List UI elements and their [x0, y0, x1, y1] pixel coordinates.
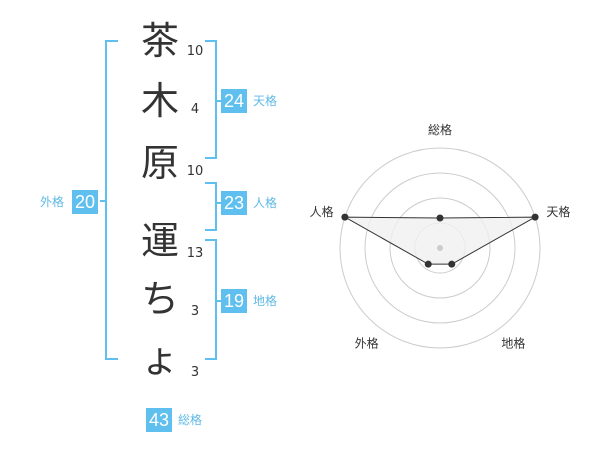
radar-point-4 [424, 260, 432, 268]
stroke-count-2: 4 [190, 102, 200, 117]
chikaku-bracket [205, 239, 217, 360]
name-char-1: 茶 [140, 19, 179, 63]
jinkaku-bracket [205, 182, 217, 231]
stroke-count-5: 3 [190, 304, 200, 319]
name-char-6: ょ [140, 337, 179, 381]
name-char-3: 原 [140, 141, 179, 185]
name-char-5: ち [140, 277, 179, 321]
radar-point-1 [436, 214, 444, 222]
radar-point-2 [531, 213, 539, 221]
radar-polygon [344, 216, 536, 265]
tenkaku-label: 天格 [253, 94, 278, 108]
stroke-count-3: 10 [186, 164, 204, 179]
stroke-count-4: 13 [186, 246, 204, 261]
radar-ring-1 [339, 147, 541, 349]
soukaku-label: 総格 [178, 413, 203, 427]
radar-axis-label-1: 総格 [428, 122, 452, 137]
tenkaku-value: 24 [221, 89, 247, 113]
stroke-count-6: 3 [190, 365, 200, 380]
radar-axis-label-3: 地格 [501, 335, 525, 350]
stroke-count-1: 10 [186, 44, 204, 59]
radar-center-dot [437, 245, 443, 251]
radar-axis-label-2: 天格 [546, 204, 570, 219]
radar-axis-label-5: 人格 [310, 204, 334, 219]
chikaku-value: 19 [221, 289, 247, 313]
radar-ring-2 [364, 172, 516, 324]
tenkaku-bracket [205, 40, 217, 159]
jinkaku-label: 人格 [253, 196, 278, 210]
radar-point-3 [448, 260, 456, 268]
radar-ring-3 [389, 197, 491, 299]
gaikaku-value: 20 [72, 190, 98, 214]
name-char-4: 運 [140, 219, 179, 263]
gaikaku-label: 外格 [40, 195, 65, 209]
soukaku-value: 43 [146, 408, 172, 432]
chikaku-label: 地格 [253, 294, 278, 308]
radar-axis-label-4: 外格 [355, 335, 379, 350]
name-char-2: 木 [140, 79, 179, 123]
radar-point-5 [341, 213, 349, 221]
jinkaku-value: 23 [221, 191, 247, 215]
